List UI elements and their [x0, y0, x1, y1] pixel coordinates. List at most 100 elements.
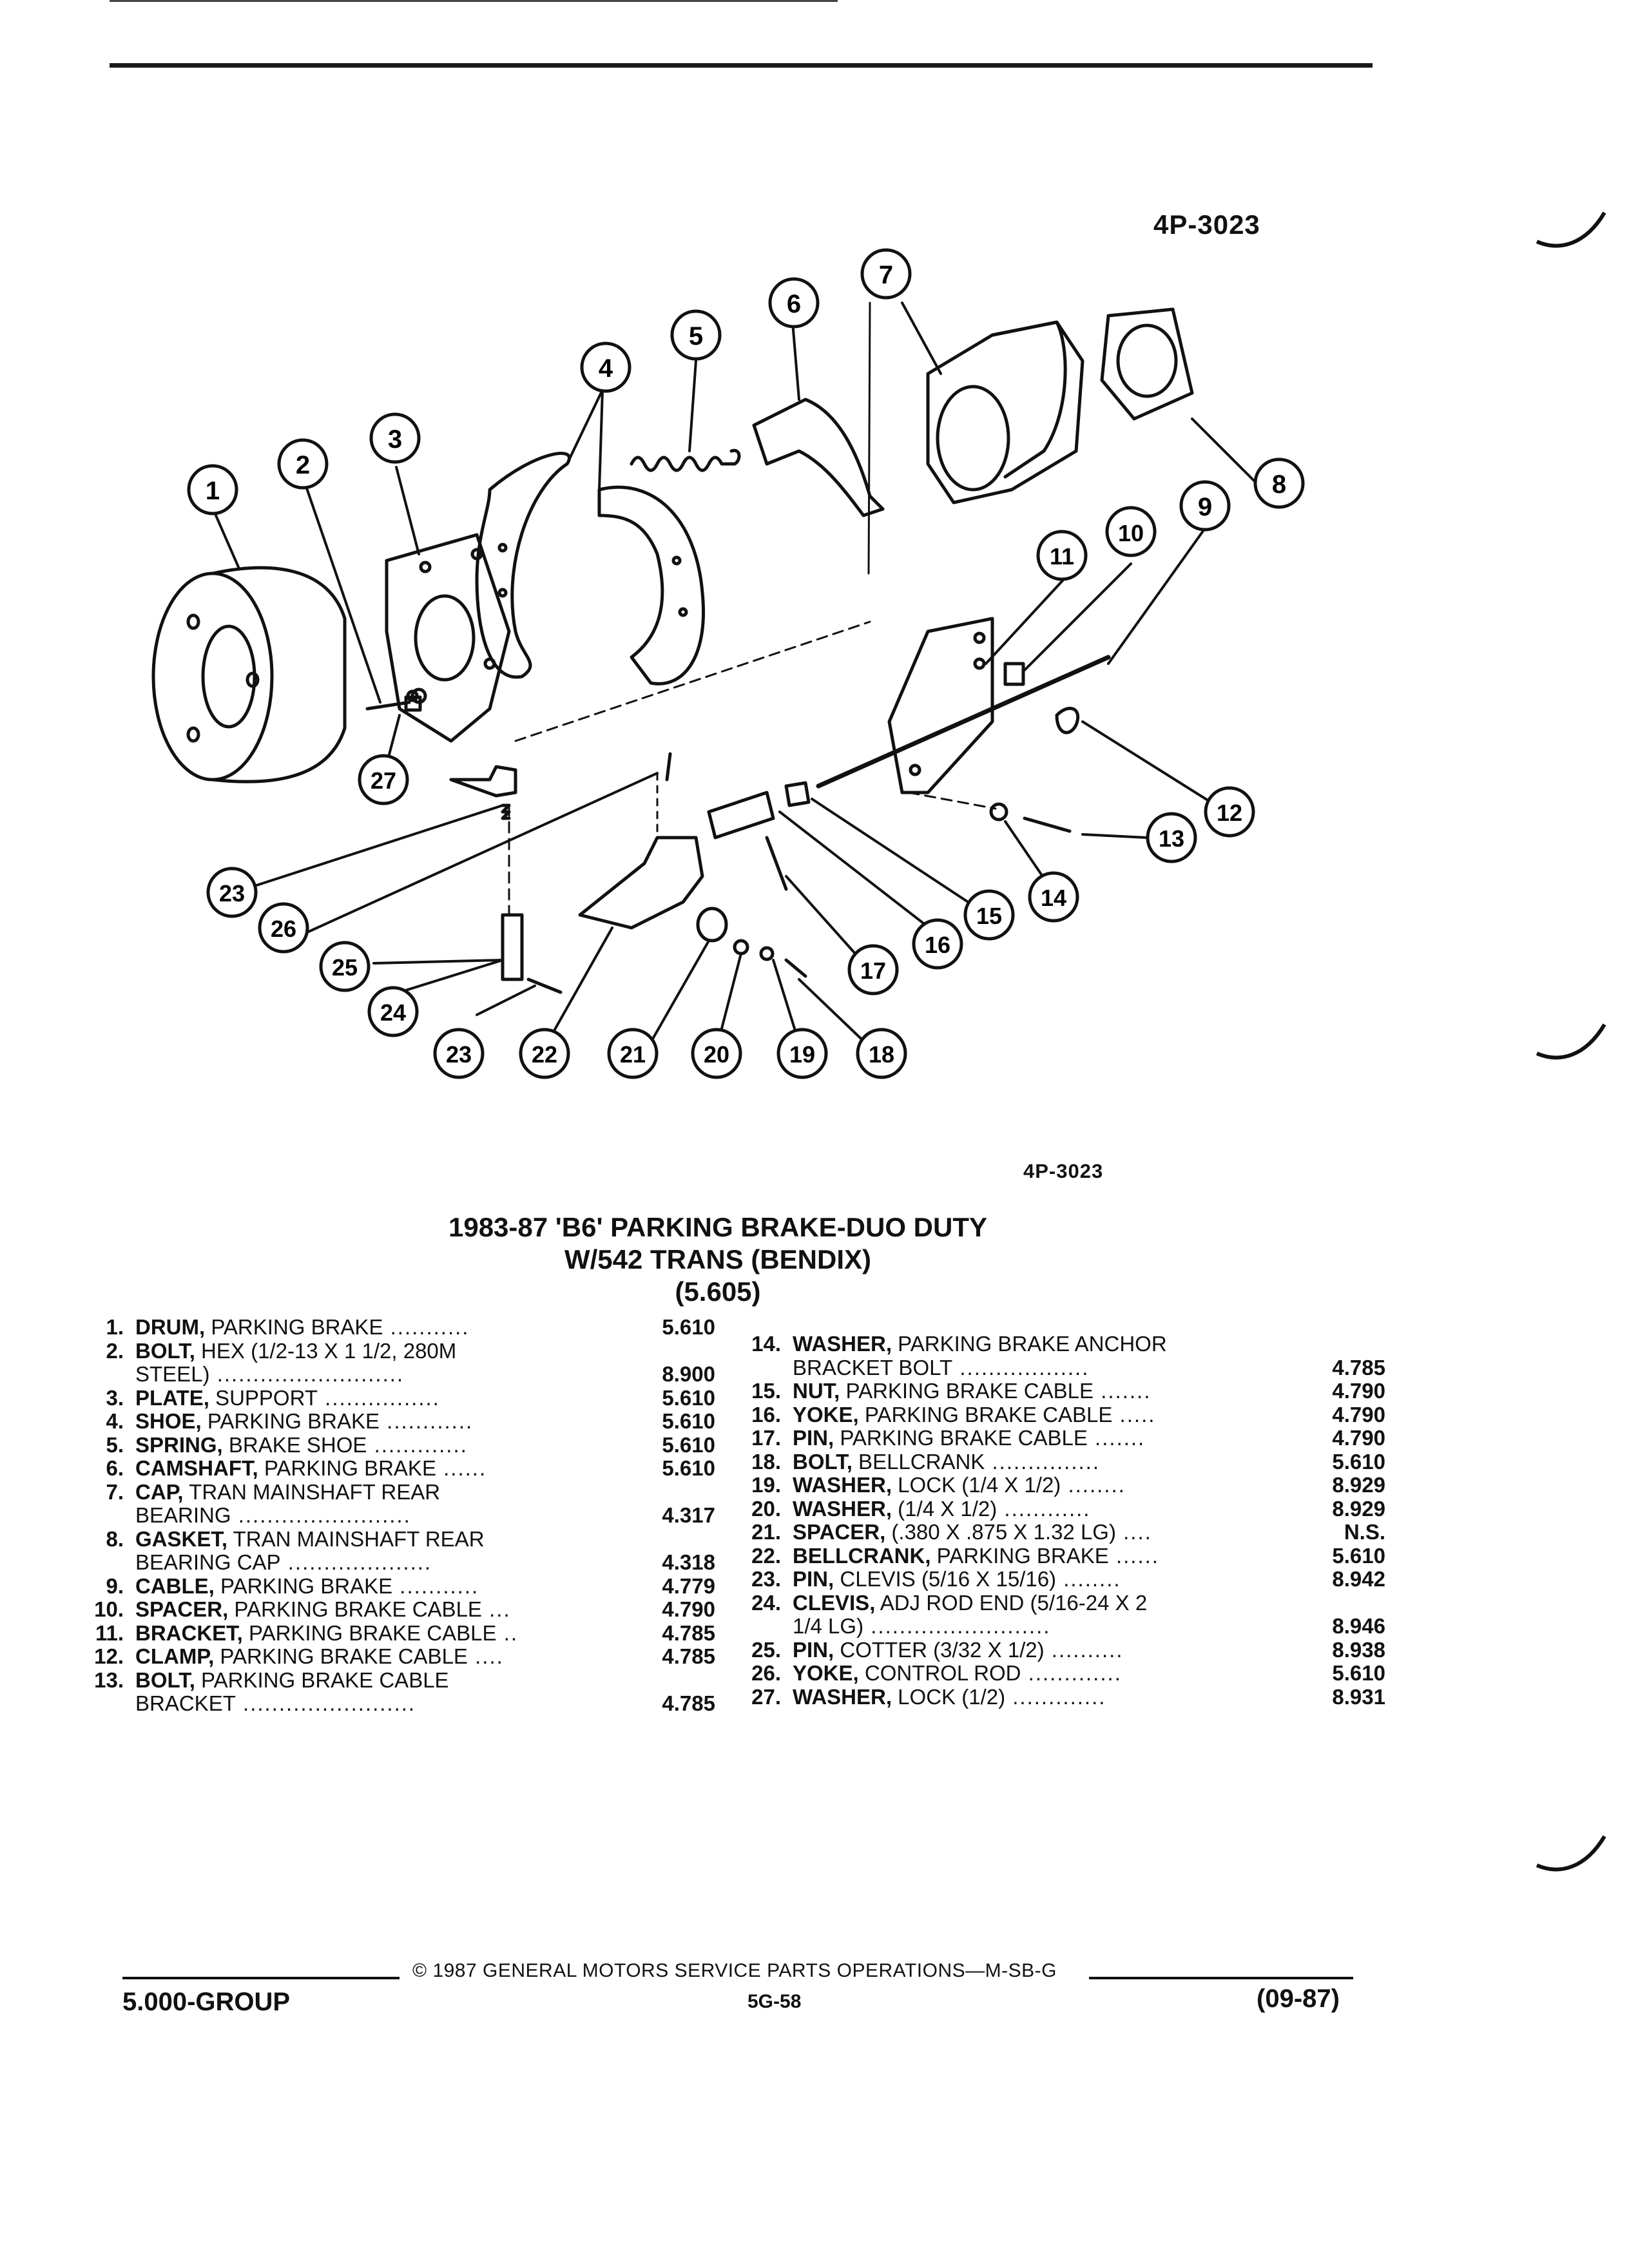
part-detail: LOCK (1/2) — [892, 1684, 1006, 1709]
part-description: SPRING, BRAKE SHOE ............. — [135, 1433, 468, 1457]
part-name: PIN, — [793, 1426, 834, 1450]
part-description: STEEL) .......................... — [135, 1362, 404, 1387]
part-detail: PARKING BRAKE ANCHOR — [892, 1332, 1167, 1356]
part-name: GASKET, — [135, 1526, 228, 1551]
callout-26: 26 — [258, 902, 309, 954]
callout-3: 3 — [369, 412, 421, 464]
part-name: CAP, — [135, 1479, 184, 1504]
parts-list-row: 25.PIN, COTTER (3/32 X 1/2) ..........8.… — [728, 1637, 1385, 1662]
part-description: YOKE, CONTROL ROD ............. — [793, 1661, 1122, 1686]
parts-list-row: STEEL) ..........................8.900 — [71, 1362, 715, 1387]
part-detail: CLEVIS (5/16 X 15/16) — [834, 1567, 1057, 1591]
leader-dots: .......... — [1044, 1637, 1124, 1662]
footer-copyright: © 1987 GENERAL MOTORS SERVICE PARTS OPER… — [412, 1960, 1057, 1981]
svg-text:24: 24 — [380, 999, 406, 1026]
part-name: PLATE, — [135, 1385, 209, 1410]
leader-dots: ... — [481, 1597, 511, 1621]
part-description: WASHER, LOCK (1/4 X 1/2) ........ — [793, 1473, 1126, 1497]
part-number: 16. — [751, 1402, 781, 1427]
parts-list-row: BRACKET BOLT ..................4.785 — [728, 1356, 1385, 1380]
parts-list-row: 10.SPACER, PARKING BRAKE CABLE ...4.790 — [71, 1597, 715, 1622]
callout-22: 22 — [519, 1028, 570, 1079]
parts-list-row: 4.SHOE, PARKING BRAKE ............5.610 — [71, 1409, 715, 1434]
parts-list-row: 7.CAP, TRAN MAINSHAFT REAR — [71, 1479, 715, 1504]
part-number: 26. — [751, 1661, 781, 1685]
part-detail: PARKING BRAKE — [258, 1456, 436, 1480]
part-name: WASHER, — [793, 1684, 892, 1709]
part-number: 27. — [751, 1684, 781, 1709]
part-number: 1. — [106, 1315, 124, 1339]
part-spacer — [1003, 662, 1025, 686]
part-detail: PARKING BRAKE — [205, 1315, 383, 1339]
parts-list-row: 13.BOLT, PARKING BRAKE CABLE — [71, 1668, 715, 1693]
svg-text:17: 17 — [860, 957, 886, 984]
parts-list-row: BRACKET ........................4.785 — [71, 1691, 715, 1716]
part-bearing-cap — [926, 320, 1084, 505]
leader-dots: ............ — [997, 1496, 1091, 1521]
part-name: DRUM, — [135, 1315, 206, 1339]
callout-13: 13 — [1146, 812, 1197, 863]
parts-list-row: 20.WASHER, (1/4 X 1/2) ............8.929 — [728, 1497, 1385, 1521]
part-name: CABLE, — [135, 1573, 215, 1598]
svg-text:15: 15 — [976, 903, 1002, 929]
group-number: 5.610 — [662, 1432, 715, 1457]
part-nut — [784, 781, 811, 807]
leader-dots: ..... — [1112, 1402, 1156, 1427]
group-number: 4.785 — [662, 1620, 715, 1645]
group-number: 4.317 — [662, 1503, 715, 1527]
part-number: 25. — [751, 1637, 781, 1662]
part-number: 20. — [751, 1496, 781, 1521]
part-detail: BEARING CAP — [135, 1550, 281, 1574]
part-spacer-21 — [696, 907, 728, 943]
part-lock-washer-19 — [759, 946, 775, 961]
part-detail: (1/4 X 1/2) — [892, 1496, 998, 1521]
page-title-line-2: W/542 TRANS (BENDIX) — [564, 1244, 872, 1274]
callout-21: 21 — [607, 1028, 659, 1079]
part-camshaft — [752, 302, 885, 575]
part-number: 8. — [106, 1526, 124, 1551]
group-number: 8.931 — [1332, 1684, 1385, 1709]
part-description: BEARING ........................ — [135, 1503, 411, 1528]
part-detail: PARKING BRAKE CABLE — [858, 1402, 1113, 1427]
part-drum — [151, 566, 347, 783]
part-description: WASHER, LOCK (1/2) ............. — [793, 1684, 1106, 1709]
part-name: SPACER, — [793, 1520, 886, 1544]
part-name: YOKE, — [793, 1402, 859, 1427]
part-description: BOLT, HEX (1/2-13 X 1 1/2, 280M — [135, 1338, 457, 1363]
svg-text:26: 26 — [271, 916, 296, 942]
leader-dots: ............. — [1021, 1661, 1122, 1685]
leader-dots: ........... — [392, 1573, 479, 1598]
callout-5: 5 — [670, 309, 722, 361]
part-cable-bracket — [887, 617, 994, 794]
leader-dots: .. — [496, 1620, 519, 1645]
part-description: SPACER, PARKING BRAKE CABLE ... — [135, 1597, 511, 1622]
part-detail: BRACKET — [135, 1691, 236, 1715]
svg-text:2: 2 — [296, 451, 310, 479]
svg-text:25: 25 — [332, 954, 358, 981]
part-name: SHOE, — [135, 1409, 202, 1433]
part-cotter — [665, 752, 672, 782]
part-name: WASHER, — [793, 1332, 892, 1356]
callout-18: 18 — [856, 1028, 907, 1079]
svg-text:16: 16 — [925, 932, 950, 958]
part-number: 24. — [751, 1590, 781, 1615]
group-number: 4.318 — [662, 1550, 715, 1574]
part-description: CAP, TRAN MAINSHAFT REAR — [135, 1479, 440, 1504]
part-detail: SUPPORT — [209, 1385, 318, 1410]
part-detail: PARKING BRAKE — [201, 1409, 380, 1433]
part-description: BRACKET, PARKING BRAKE CABLE .. — [135, 1620, 519, 1646]
group-number: N.S. — [1344, 1520, 1385, 1544]
svg-text:23: 23 — [219, 880, 245, 907]
group-number: 8.942 — [1332, 1567, 1385, 1591]
svg-text:23: 23 — [446, 1041, 472, 1068]
parts-list-row: 9.CABLE, PARKING BRAKE ...........4.779 — [71, 1573, 715, 1599]
parts-list-row: 6.CAMSHAFT, PARKING BRAKE ......5.610 — [71, 1456, 715, 1481]
part-cotter-pin — [501, 803, 511, 820]
parts-list-row: 21.SPACER, (.380 X .875 X 1.32 LG) ....N… — [728, 1520, 1385, 1544]
part-detail: PARKING BRAKE CABLE — [214, 1644, 468, 1668]
leader-dots: ........................ — [231, 1503, 411, 1527]
part-description: BOLT, PARKING BRAKE CABLE — [135, 1668, 449, 1693]
part-detail: HEX (1/2-13 X 1 1/2, 280M — [195, 1338, 457, 1363]
callout-24: 24 — [367, 986, 419, 1037]
part-description: WASHER, PARKING BRAKE ANCHOR — [793, 1332, 1167, 1356]
